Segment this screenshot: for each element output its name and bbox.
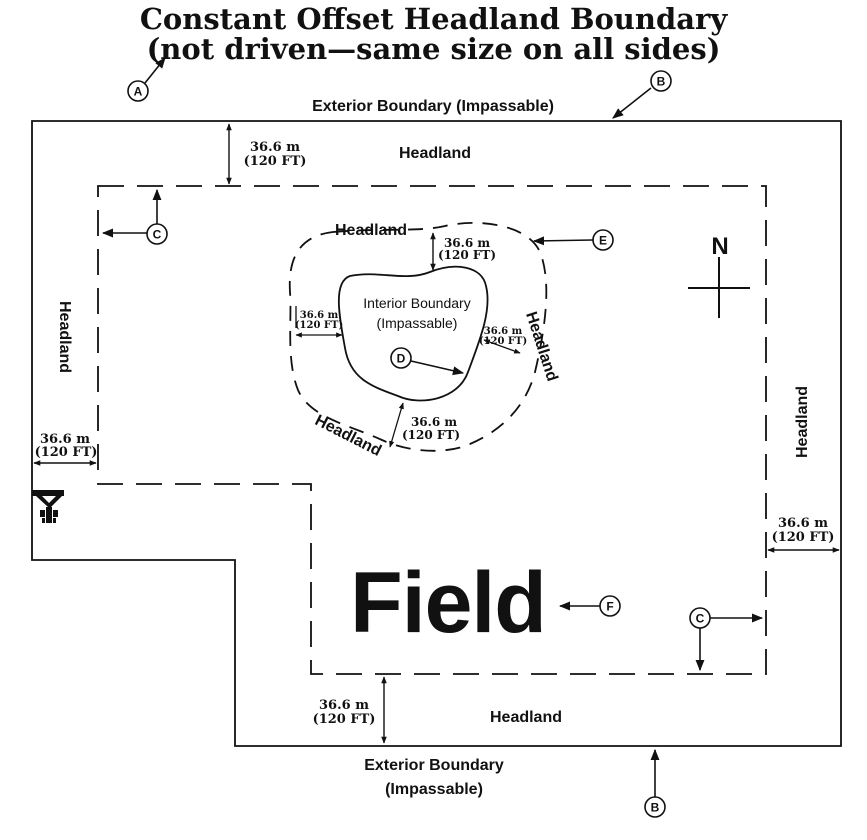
left-dimension-imperial: (120 FT) — [35, 445, 98, 460]
headland-boundary-interior — [288, 222, 548, 452]
bottom-dimension-imperial: (120 FT) — [313, 712, 376, 727]
headland-label-left: Headland — [56, 301, 73, 373]
headland-label-bottom: Headland — [490, 709, 562, 726]
interior-left-dimension-metric: 36.6 m — [300, 310, 339, 321]
callout-a-arrow — [144, 57, 166, 84]
interior-bottom-dimension-metric: 36.6 m — [411, 415, 457, 429]
interior-boundary-label-line2: (Impassable) — [377, 315, 458, 331]
callout-b-arrow-top — [612, 87, 652, 119]
north-label: N — [711, 233, 728, 260]
callout-b-label-bottom: B — [651, 801, 660, 815]
exterior-boundary-label-bottom-line2: (Impassable) — [385, 781, 483, 798]
top-dimension-imperial: (120 FT) — [244, 154, 307, 169]
interior-bottom-dimension-imperial: (120 FT) — [402, 428, 460, 442]
interior-top-dimension-metric: 36.6 m — [444, 236, 490, 250]
headland-label-interior-top: Headland — [335, 222, 407, 239]
tractor-icon — [32, 490, 64, 523]
headland-boundary-outer — [97, 185, 767, 675]
bottom-dimension-metric: 36.6 m — [319, 698, 369, 713]
field-label: Field — [350, 555, 546, 651]
right-dimension-imperial: (120 FT) — [772, 530, 835, 545]
callout-d-label: D — [397, 352, 406, 366]
right-dimension-metric: 36.6 m — [778, 516, 828, 531]
top-dimension-metric: 36.6 m — [250, 140, 300, 155]
callout-a-marker — [127, 80, 149, 102]
exterior-boundary — [31, 120, 842, 747]
interior-top-dimension-imperial: (120 FT) — [438, 248, 496, 262]
left-dimension-metric: 36.6 m — [40, 432, 90, 447]
interior-left-dimension-imperial: (120 FT) — [295, 320, 343, 331]
callout-d-marker — [390, 347, 412, 369]
callout-e-label: E — [599, 234, 607, 248]
interior-boundary-label-line1: Interior Boundary — [363, 295, 470, 311]
callout-c-label-left: C — [153, 228, 162, 242]
callout-c-label-right: C — [696, 612, 705, 626]
interior-right-dimension — [483, 339, 521, 354]
headland-label-right: Headland — [794, 386, 811, 458]
interior-boundary — [337, 265, 489, 402]
callout-a-label: A — [134, 85, 143, 99]
interior-bottom-dimension — [389, 402, 404, 448]
headland-label-top: Headland — [399, 145, 471, 162]
diagram-title-line2: (not driven—same size on all sides) — [146, 32, 721, 66]
headland-label-interior-right: Headland — [522, 310, 560, 384]
diagram-title-line1: Constant Offset Headland Boundary — [139, 2, 728, 36]
callout-b-marker-top — [650, 70, 672, 92]
callout-d-arrow — [410, 360, 465, 376]
north-arrow-icon: N — [688, 233, 750, 318]
callout-e-arrow — [532, 236, 594, 246]
interior-right-dimension-metric: 36.6 m — [484, 326, 523, 337]
exterior-boundary-label-top: Exterior Boundary (Impassable) — [312, 98, 554, 115]
interior-right-dimension-imperial: (120 FT) — [479, 336, 527, 347]
callout-f-label: F — [606, 600, 613, 614]
callout-b-label-top: B — [657, 75, 666, 89]
exterior-boundary-label-bottom-line1: Exterior Boundary — [364, 757, 504, 774]
